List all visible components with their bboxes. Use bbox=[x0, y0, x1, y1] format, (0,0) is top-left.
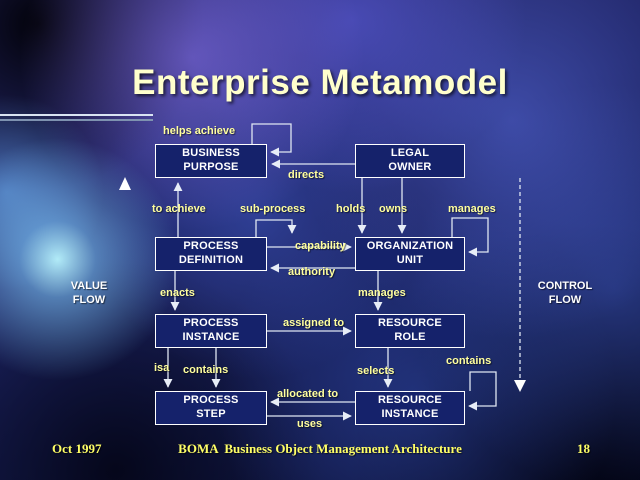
edge-label-manages-owner: manages bbox=[448, 203, 496, 215]
node-organization-unit: ORGANIZATION UNIT bbox=[355, 237, 465, 271]
node-resource-role: RESOURCE ROLE bbox=[355, 314, 465, 348]
edge-sub-process-loop bbox=[255, 219, 297, 237]
control-flow-label: CONTROL FLOW bbox=[537, 280, 593, 307]
node-legal-owner: LEGAL OWNER bbox=[355, 144, 465, 178]
edge-label-authority: authority bbox=[288, 266, 336, 278]
title-divider bbox=[0, 114, 153, 121]
node-process-instance: PROCESS INSTANCE bbox=[155, 314, 267, 348]
footer-page-number: 18 bbox=[577, 441, 590, 456]
node-resource-instance: RESOURCE INSTANCE bbox=[355, 391, 465, 425]
edge-label-capability: capability bbox=[295, 240, 346, 252]
edge-label-enacts: enacts bbox=[160, 287, 195, 299]
footer-title: BOMA Business Object Management Architec… bbox=[178, 441, 462, 456]
footer-date: Oct 1997 bbox=[52, 441, 102, 456]
edge-label-uses: uses bbox=[297, 418, 323, 430]
edge-manages-owner-loop bbox=[451, 217, 489, 257]
edge-label-to-achieve: to achieve bbox=[152, 203, 206, 215]
edge-label-owns: owns bbox=[379, 203, 408, 215]
slide-title: Enterprise Metamodel bbox=[132, 63, 508, 102]
node-business-purpose: BUSINESS PURPOSE bbox=[155, 144, 267, 178]
node-process-step: PROCESS STEP bbox=[155, 391, 267, 425]
edge-label-helps-achieve: helps achieve bbox=[163, 125, 236, 137]
edge-label-contains-process: contains bbox=[183, 364, 229, 376]
edge-label-allocated-to: allocated to bbox=[277, 388, 339, 400]
edge-label-contains-resource: contains bbox=[446, 355, 492, 367]
edge-label-directs: directs bbox=[288, 169, 325, 181]
edge-label-manages-unit: manages bbox=[358, 287, 406, 299]
edge-label-holds: holds bbox=[336, 203, 366, 215]
edge-contains-resource-loop bbox=[468, 371, 497, 411]
value-flow-arrow bbox=[119, 177, 131, 190]
control-flow-arrow bbox=[514, 380, 526, 392]
edge-label-assigned-to: assigned to bbox=[283, 317, 345, 329]
edge-label-isa: isa bbox=[154, 362, 170, 374]
edge-label-selects: selects bbox=[357, 365, 395, 377]
value-flow-label: VALUE FLOW bbox=[70, 280, 108, 307]
edge-label-sub-process: sub-process bbox=[240, 203, 306, 215]
edge-helps-achieve-loop bbox=[251, 123, 292, 157]
node-process-definition: PROCESS DEFINITION bbox=[155, 237, 267, 271]
